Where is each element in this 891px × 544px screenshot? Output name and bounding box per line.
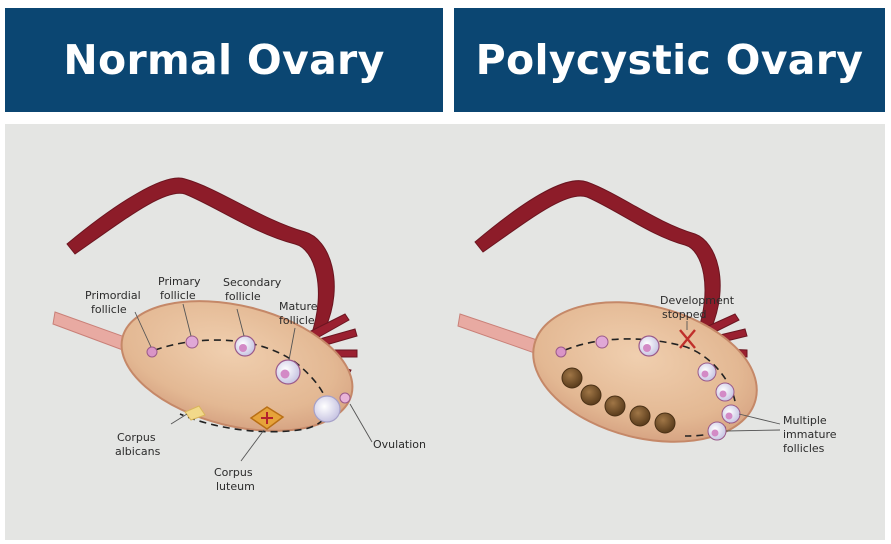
mature-oocyte (281, 370, 290, 379)
primary-follicle-pcos (596, 336, 608, 348)
cyst (562, 368, 582, 388)
label-secondary-follicle: Secondary follicle (223, 276, 285, 303)
polycystic-ovary-diagram: Development stopped Multiple immature fo… (458, 181, 840, 464)
normal-ovary-title: Normal Ovary (5, 8, 443, 112)
ovary-illustration: Primordial follicle Primary follicle Sec… (5, 124, 885, 540)
immature-oocyte (726, 413, 733, 420)
illustration-panel: Primordial follicle Primary follicle Sec… (5, 124, 885, 540)
primary-follicle (186, 336, 198, 348)
primordial-follicle-pcos (556, 347, 566, 357)
immature-oocyte (712, 430, 719, 437)
label-dev-stopped-line1: Development (660, 294, 735, 307)
label-multiple-line3: follicles (783, 442, 825, 455)
polycystic-ovary-title-text: Polycystic Ovary (476, 36, 864, 84)
label-multiple-immature-follicles: Multiple immature follicles (783, 414, 840, 455)
label-mature-line2: follicle (279, 314, 315, 327)
polycystic-ovary-title: Polycystic Ovary (454, 8, 885, 112)
secondary-oocyte-pcos (643, 344, 651, 352)
cyst (630, 406, 650, 426)
immature-oocyte (702, 371, 709, 378)
label-albicans-line2: albicans (115, 445, 161, 458)
label-ovulation: Ovulation (373, 438, 426, 451)
label-primary-line1: Primary (158, 275, 201, 288)
ovulating-follicle (314, 396, 340, 422)
label-multiple-line2: immature (783, 428, 837, 441)
label-primordial-line2: follicle (91, 303, 127, 316)
cyst (581, 385, 601, 405)
label-corpus-albicans: Corpus albicans (115, 431, 161, 458)
normal-ovary-diagram: Primordial follicle Primary follicle Sec… (53, 178, 426, 493)
label-mature-line1: Mature (279, 300, 318, 313)
normal-ovary-title-text: Normal Ovary (63, 36, 384, 84)
label-luteum-line2: luteum (216, 480, 255, 493)
label-secondary-line2: follicle (225, 290, 261, 303)
cyst (605, 396, 625, 416)
label-multiple-line1: Multiple (783, 414, 827, 427)
label-primary-line2: follicle (160, 289, 196, 302)
label-primordial-line1: Primordial (85, 289, 141, 302)
label-luteum-line1: Corpus (214, 466, 253, 479)
label-primary-follicle: Primary follicle (158, 275, 204, 302)
secondary-oocyte (239, 344, 247, 352)
label-dev-stopped-line2: stopped (662, 308, 707, 321)
label-ovulation-line1: Ovulation (373, 438, 426, 451)
polycystic-ovary-body (518, 280, 771, 463)
cyst (655, 413, 675, 433)
label-secondary-line1: Secondary (223, 276, 282, 289)
label-corpus-luteum: Corpus luteum (214, 466, 256, 493)
primordial-follicle (147, 347, 157, 357)
immature-oocyte (720, 391, 727, 398)
label-development-stopped: Development stopped (660, 294, 738, 321)
label-albicans-line1: Corpus (117, 431, 156, 444)
released-egg (340, 393, 350, 403)
